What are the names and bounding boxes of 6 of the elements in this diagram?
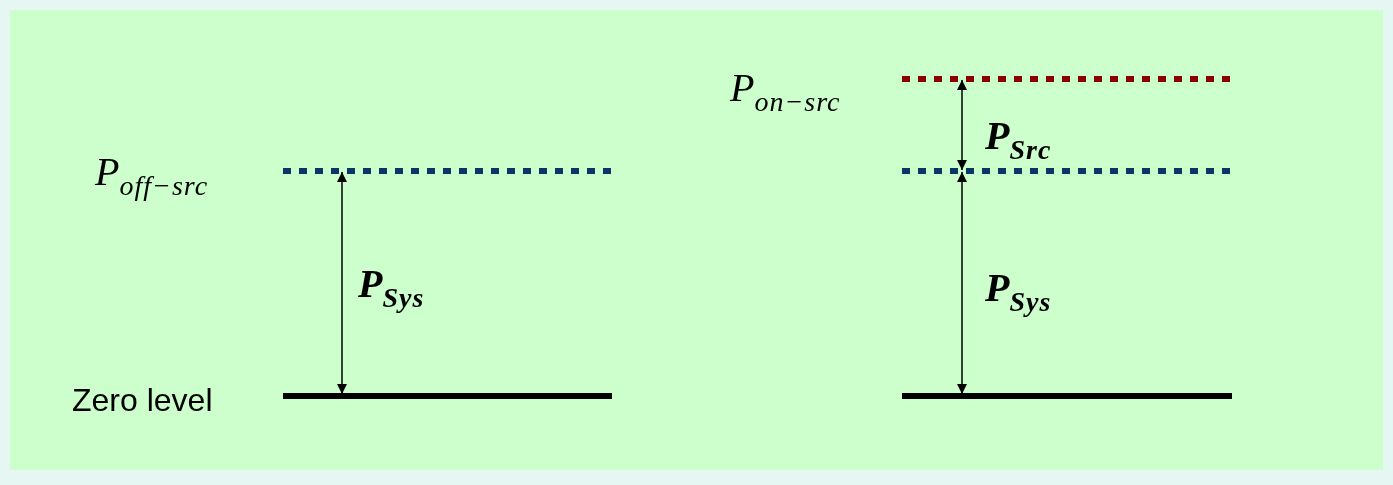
power-symbol-label: P$_{off−src}$ bbox=[95, 152, 209, 200]
level-label: Zero level bbox=[72, 384, 213, 416]
power-symbol-label: P$_{Src}$ bbox=[985, 116, 1052, 164]
power-symbol-label: P$_{Sys}$ bbox=[985, 268, 1052, 316]
power-symbol-label: P$_{Sys}$ bbox=[358, 264, 425, 312]
power-symbol-label: P$_{on−src}$ bbox=[730, 68, 841, 116]
